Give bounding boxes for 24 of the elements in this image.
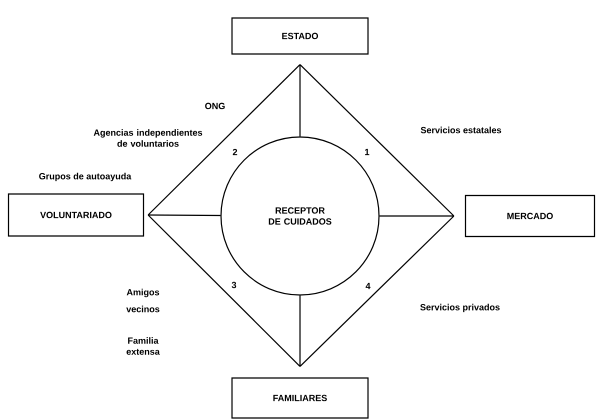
label: Agencias independientes de voluntarios [94, 129, 202, 147]
label: Grupos de autoayuda [39, 172, 132, 182]
label: Servicios privados [420, 304, 500, 312]
connector-line [380, 215, 454, 217]
connector-line [148, 64, 300, 216]
connector-line [300, 64, 454, 216]
label: 2 [232, 148, 238, 156]
box: ESTADO [231, 17, 369, 55]
label: vecinos [126, 306, 160, 312]
connector-line [148, 214, 300, 367]
label: Servicios estatales [420, 126, 502, 134]
box: MERCADO [464, 194, 596, 238]
label: ONG [205, 102, 225, 110]
label: 4 [366, 282, 370, 290]
box: FAMILIARES [231, 377, 369, 419]
label: Familia extensa [126, 337, 160, 355]
label: 3 [232, 282, 236, 288]
connector-line [299, 296, 301, 366]
label: Amigos [126, 288, 160, 298]
connector-line [148, 214, 220, 216]
connector-line [300, 216, 454, 367]
label: 1 [365, 148, 370, 156]
box: VOLUNTARIADO [8, 193, 144, 237]
connector-line [299, 64, 301, 136]
